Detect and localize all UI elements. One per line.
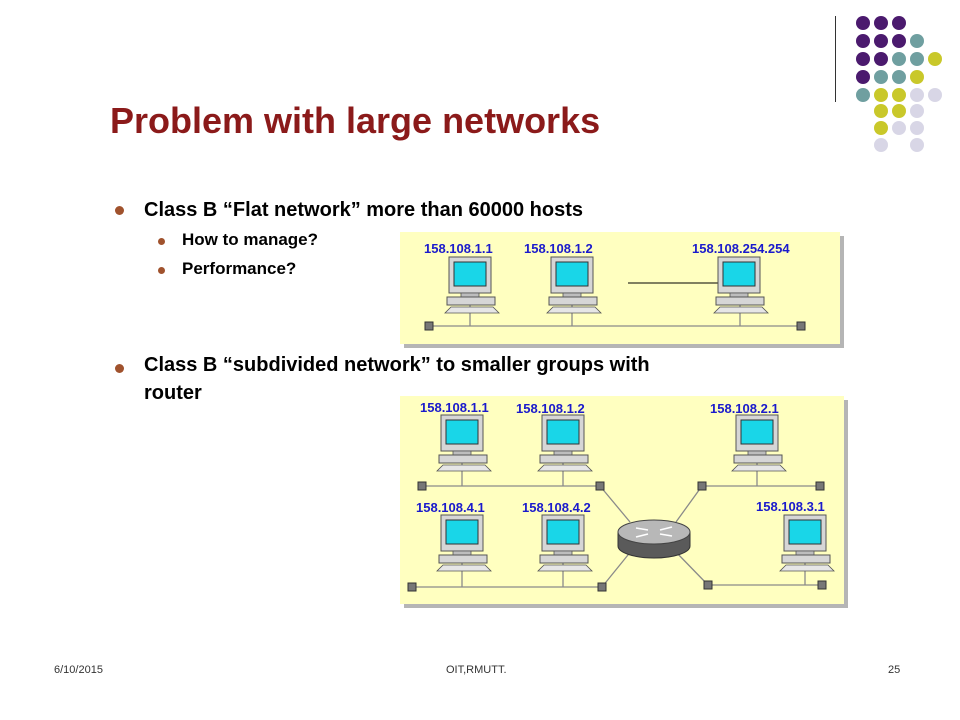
decor-dot bbox=[910, 34, 924, 48]
decor-dot bbox=[874, 34, 888, 48]
footer-page-number: 25 bbox=[888, 664, 901, 676]
decor-dot bbox=[910, 52, 924, 66]
decor-dot bbox=[928, 88, 942, 102]
bullet-dot bbox=[115, 206, 124, 215]
sub-bullet-dot bbox=[158, 267, 165, 274]
host-ip-label: 158.108.1.1 bbox=[420, 400, 489, 415]
decor-dot bbox=[874, 16, 888, 30]
host-ip-label: 158.108.254.254 bbox=[692, 241, 790, 256]
decor-dot bbox=[856, 52, 870, 66]
decor-dot bbox=[892, 104, 906, 118]
decor-dot bbox=[874, 52, 888, 66]
decor-dot bbox=[856, 16, 870, 30]
decor-dot bbox=[874, 138, 888, 152]
bullet-dot bbox=[115, 364, 124, 373]
decor-dot bbox=[892, 88, 906, 102]
bullet-flat-network: Class B “Flat network” more than 60000 h… bbox=[144, 199, 584, 221]
sub-bullet-manage: How to manage? bbox=[182, 230, 319, 249]
decor-dot bbox=[874, 70, 888, 84]
decor-dot bbox=[910, 104, 924, 118]
decor-dot bbox=[856, 34, 870, 48]
decor-dot bbox=[892, 34, 906, 48]
decor-dot bbox=[910, 88, 924, 102]
decor-dot bbox=[856, 88, 870, 102]
host-ip-label: 158.108.1.1 bbox=[424, 241, 493, 256]
decor-dot bbox=[874, 121, 888, 135]
decorative-vertical-line bbox=[835, 16, 836, 102]
sub-bullet-dot bbox=[158, 238, 165, 245]
decor-dot bbox=[892, 16, 906, 30]
decor-dot bbox=[892, 121, 906, 135]
decor-dot bbox=[892, 70, 906, 84]
decor-dot bbox=[928, 52, 942, 66]
router-icon bbox=[617, 519, 691, 559]
decor-dot bbox=[910, 121, 924, 135]
host-ip-label: 158.108.4.1 bbox=[416, 500, 485, 515]
decor-dot bbox=[892, 52, 906, 66]
host-ip-label: 158.108.4.2 bbox=[522, 500, 591, 515]
host-ip-label: 158.108.3.1 bbox=[756, 499, 825, 514]
sub-bullet-performance: Performance? bbox=[182, 259, 297, 278]
bullet-subdivided-network: Class B “subdivided network” to smaller … bbox=[144, 354, 650, 376]
footer-organization: OIT,RMUTT. bbox=[446, 664, 507, 676]
slide-title: Problem with large networks bbox=[110, 100, 601, 141]
decor-dot bbox=[910, 70, 924, 84]
decor-dot bbox=[874, 104, 888, 118]
decor-dot bbox=[856, 70, 870, 84]
host-ip-label: 158.108.1.2 bbox=[516, 401, 585, 416]
footer-date: 6/10/2015 bbox=[54, 664, 103, 676]
host-ip-label: 158.108.2.1 bbox=[710, 401, 779, 416]
host-ip-label: 158.108.1.2 bbox=[524, 241, 593, 256]
bullet-subdivided-network-cont: router bbox=[144, 382, 202, 404]
decor-dot bbox=[874, 88, 888, 102]
decor-dot bbox=[910, 138, 924, 152]
